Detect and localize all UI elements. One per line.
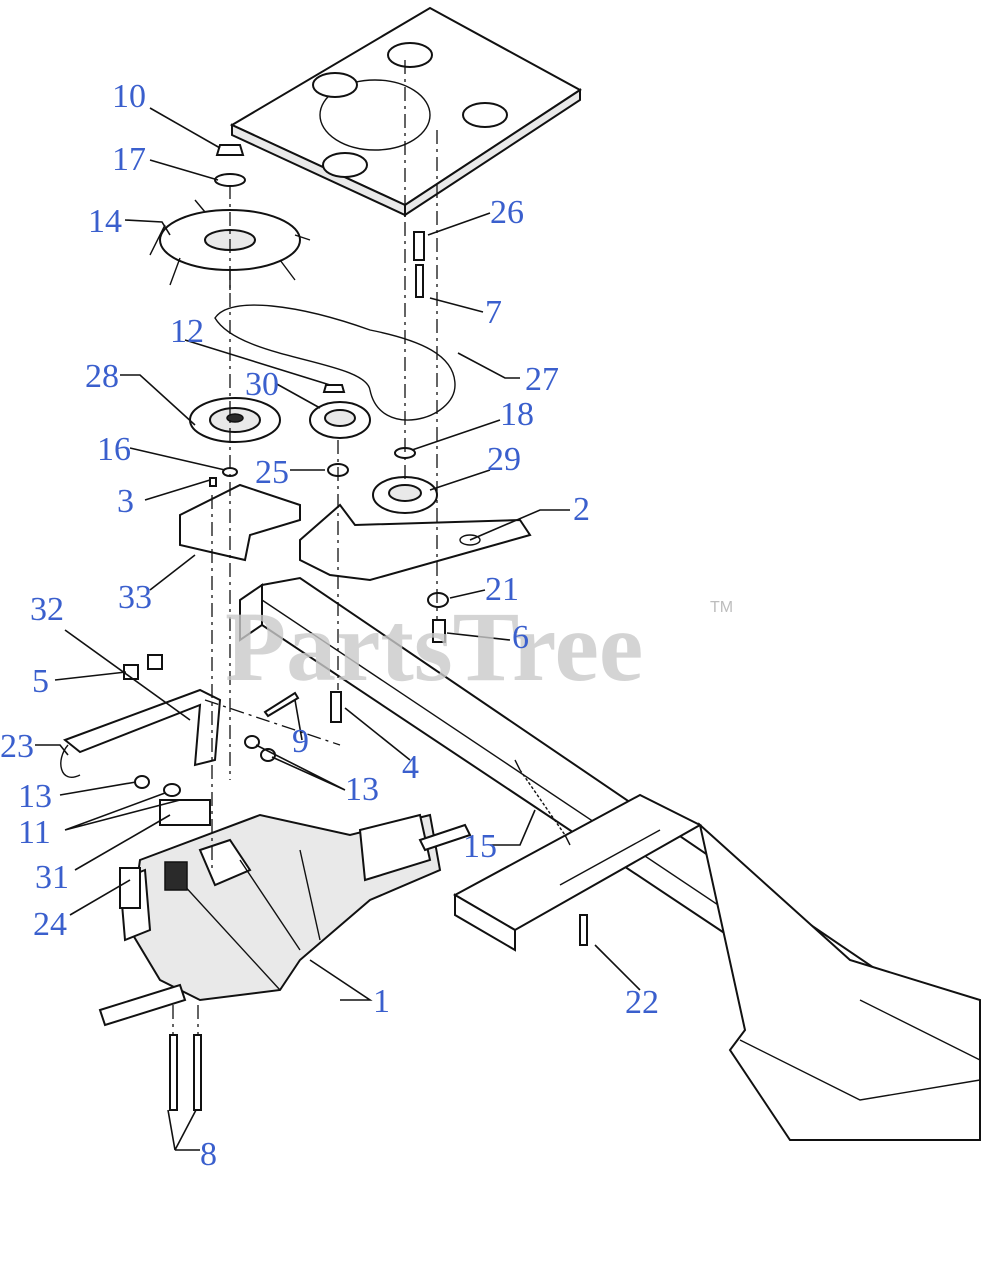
belt-guard-33: [179, 483, 301, 562]
callout-32: 32: [30, 591, 64, 628]
callout-23: 23: [0, 728, 34, 765]
screw-3: [209, 477, 217, 487]
callout-28: 28: [85, 358, 119, 395]
callout-27: 27: [525, 361, 559, 398]
callout-15: 15: [463, 828, 497, 865]
callout-6: 6: [512, 619, 529, 656]
bolt-5b: [147, 654, 163, 670]
bolt-4: [330, 691, 342, 723]
callout-13-right: 13: [345, 771, 379, 808]
spacer-26: [413, 231, 425, 261]
bracket-32: [62, 688, 222, 767]
callout-1: 1: [373, 983, 390, 1020]
callout-4: 4: [402, 749, 419, 786]
callout-8: 8: [200, 1136, 217, 1173]
centerlines: [172, 60, 438, 1035]
spring-15: [514, 759, 571, 846]
callout-26: 26: [490, 194, 524, 231]
callout-22: 22: [625, 984, 659, 1021]
plate-31: [159, 799, 211, 826]
callout-17: 17: [112, 141, 146, 178]
nut-11: [163, 783, 181, 797]
nut-21: [427, 592, 449, 608]
callout-18: 18: [500, 396, 534, 433]
cross-member: [452, 793, 703, 952]
callout-24: 24: [33, 906, 67, 943]
spring-clip-23: [60, 744, 81, 778]
callout-29: 29: [487, 441, 521, 478]
bolt-7: [415, 264, 424, 298]
callout-25: 25: [255, 454, 289, 491]
callout-33: 33: [118, 579, 152, 616]
pulley-29: [372, 476, 438, 514]
transaxle-1: [98, 813, 472, 1027]
pulley-28: [189, 397, 281, 443]
nut-12: [322, 384, 346, 393]
bolt-9: [263, 691, 300, 718]
rear-chassis: [698, 822, 981, 1141]
callout-31: 31: [35, 859, 69, 896]
callout-3: 3: [117, 483, 134, 520]
deck-plate: [229, 6, 582, 217]
callout-9: 9: [292, 723, 309, 760]
callout-21: 21: [485, 571, 519, 608]
belt-27: [214, 304, 456, 421]
bolt-8b: [193, 1034, 202, 1111]
callout-labels: 10 17 14 12 28 30 16 25 3 33 32 5 23 13 …: [0, 78, 659, 1173]
idler-bracket-2: [299, 503, 532, 582]
callout-7: 7: [485, 294, 502, 331]
callout-11: 11: [18, 814, 51, 851]
callout-30: 30: [245, 366, 279, 403]
callout-2: 2: [573, 491, 590, 528]
nut-13-left: [134, 775, 150, 789]
callout-13-left: 13: [18, 778, 52, 815]
bolt-6: [432, 619, 446, 643]
watermark-text: PartsTree: [225, 591, 643, 702]
nut-13-right: [244, 735, 260, 749]
pin-22: [579, 914, 588, 946]
callout-10: 10: [112, 78, 146, 115]
pulley-30: [309, 401, 371, 439]
callout-12: 12: [170, 313, 204, 350]
leader-lines: [35, 107, 641, 1151]
callout-16: 16: [97, 431, 131, 468]
callout-14: 14: [88, 203, 122, 240]
callout-5: 5: [32, 663, 49, 700]
washer-17: [214, 173, 246, 187]
bracket-24: [119, 867, 141, 909]
nut-10: [215, 144, 245, 156]
bolt-8a: [169, 1034, 178, 1111]
watermark-tm: TM: [710, 599, 733, 616]
